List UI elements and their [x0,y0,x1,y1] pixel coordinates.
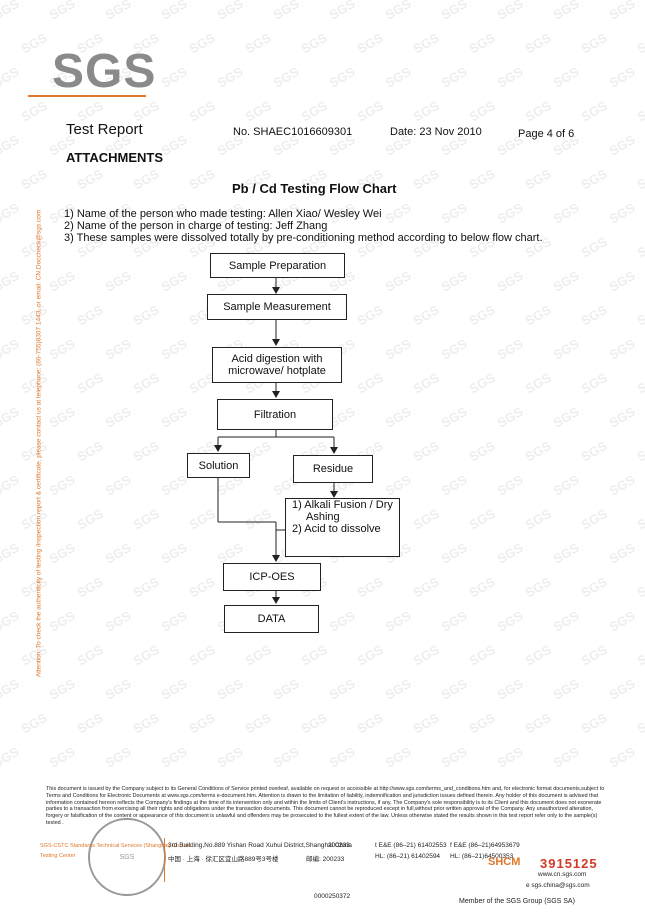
footer-phone-ee: t E&E (86–21) 61402553 [375,842,447,849]
step-acid-digestion-line1: Acid digestion with [231,353,323,365]
step-alkali-line3: 2) Acid to dissolve [292,523,381,535]
step-icp-oes: ICP-OES [223,563,321,591]
shcm-number: 3915125 [540,856,598,871]
step-alkali-fusion: 1) Alkali Fusion / Dry Ashing 2) Acid to… [285,498,400,557]
logo-underline [28,95,146,97]
footer-address-cn: 中国 · 上海 · 徐汇区宜山路889号3号楼 [168,856,279,863]
step-icp-oes-label: ICP-OES [249,571,295,583]
sgs-logo: SGS [52,45,157,98]
step-data-label: DATA [257,613,286,625]
footer-fax-hl: HL: (86–21)64500353 [450,853,514,860]
footer-postcode-en: 200233 [328,842,350,849]
footer-company-line2: Testing Center [40,853,76,859]
footer-company-line1: SGS-CSTC Standards Technical Services (S… [40,843,192,849]
footer-fax-ee: f E&E (86–21)64953679 [450,842,520,849]
footer-doc-number: 0000250372 [314,893,351,900]
flow-chart-title: Pb / Cd Testing Flow Chart [232,181,397,196]
step-filtration-label: Filtration [253,408,297,421]
step-filtration: Filtration [217,399,333,430]
footer-divider [164,838,165,882]
footer-postcode-cn: 邮编: 200233 [306,856,345,863]
step-solution: Solution [187,453,250,478]
step-data: DATA [224,605,319,633]
footer-disclaimer: This document is issued by the Company s… [46,786,605,826]
step-sample-measurement: Sample Measurement [207,294,347,320]
attachments-heading: ATTACHMENTS [66,150,164,165]
step-sample-preparation-label: Sample Preparation [228,259,327,272]
footer-member: Member of the SGS Group (SGS SA) [459,898,575,905]
report-date: Date: 23 Nov 2010 [390,126,482,138]
shcm-label: SHCM [488,856,521,868]
note-in-charge: 2) Name of the person in charge of testi… [64,220,328,232]
step-sample-preparation: Sample Preparation [210,253,345,278]
step-solution-label: Solution [198,459,239,472]
footer-website: www.cn.sgs.com [538,871,587,878]
step-acid-digestion: Acid digestion with microwave/ hotplate [212,347,342,383]
footer-address-en: 3rd Building,No.889 Yishan Road Xuhui Di… [168,842,352,849]
step-residue: Residue [293,455,373,483]
step-alkali-line2: Ashing [306,511,340,523]
footer-phone-hl: HL: (86–21) 61402594 [375,853,441,860]
step-residue-label: Residue [312,463,354,475]
note-tester: 1) Name of the person who made testing: … [64,208,382,220]
company-seal: SGS [88,818,166,896]
step-acid-digestion-line2: microwave/ hotplate [228,365,326,377]
page-number: Page 4 of 6 [518,128,575,140]
footer-email: e sgs.china@sgs.com [526,882,590,889]
step-sample-measurement-label: Sample Measurement [223,301,331,313]
report-number: No. SHAEC1016609301 [233,126,353,138]
report-title: Test Report [66,121,143,138]
step-alkali-line1: 1) Alkali Fusion / Dry [292,499,393,511]
note-method: 3) These samples were dissolved totally … [64,232,543,244]
